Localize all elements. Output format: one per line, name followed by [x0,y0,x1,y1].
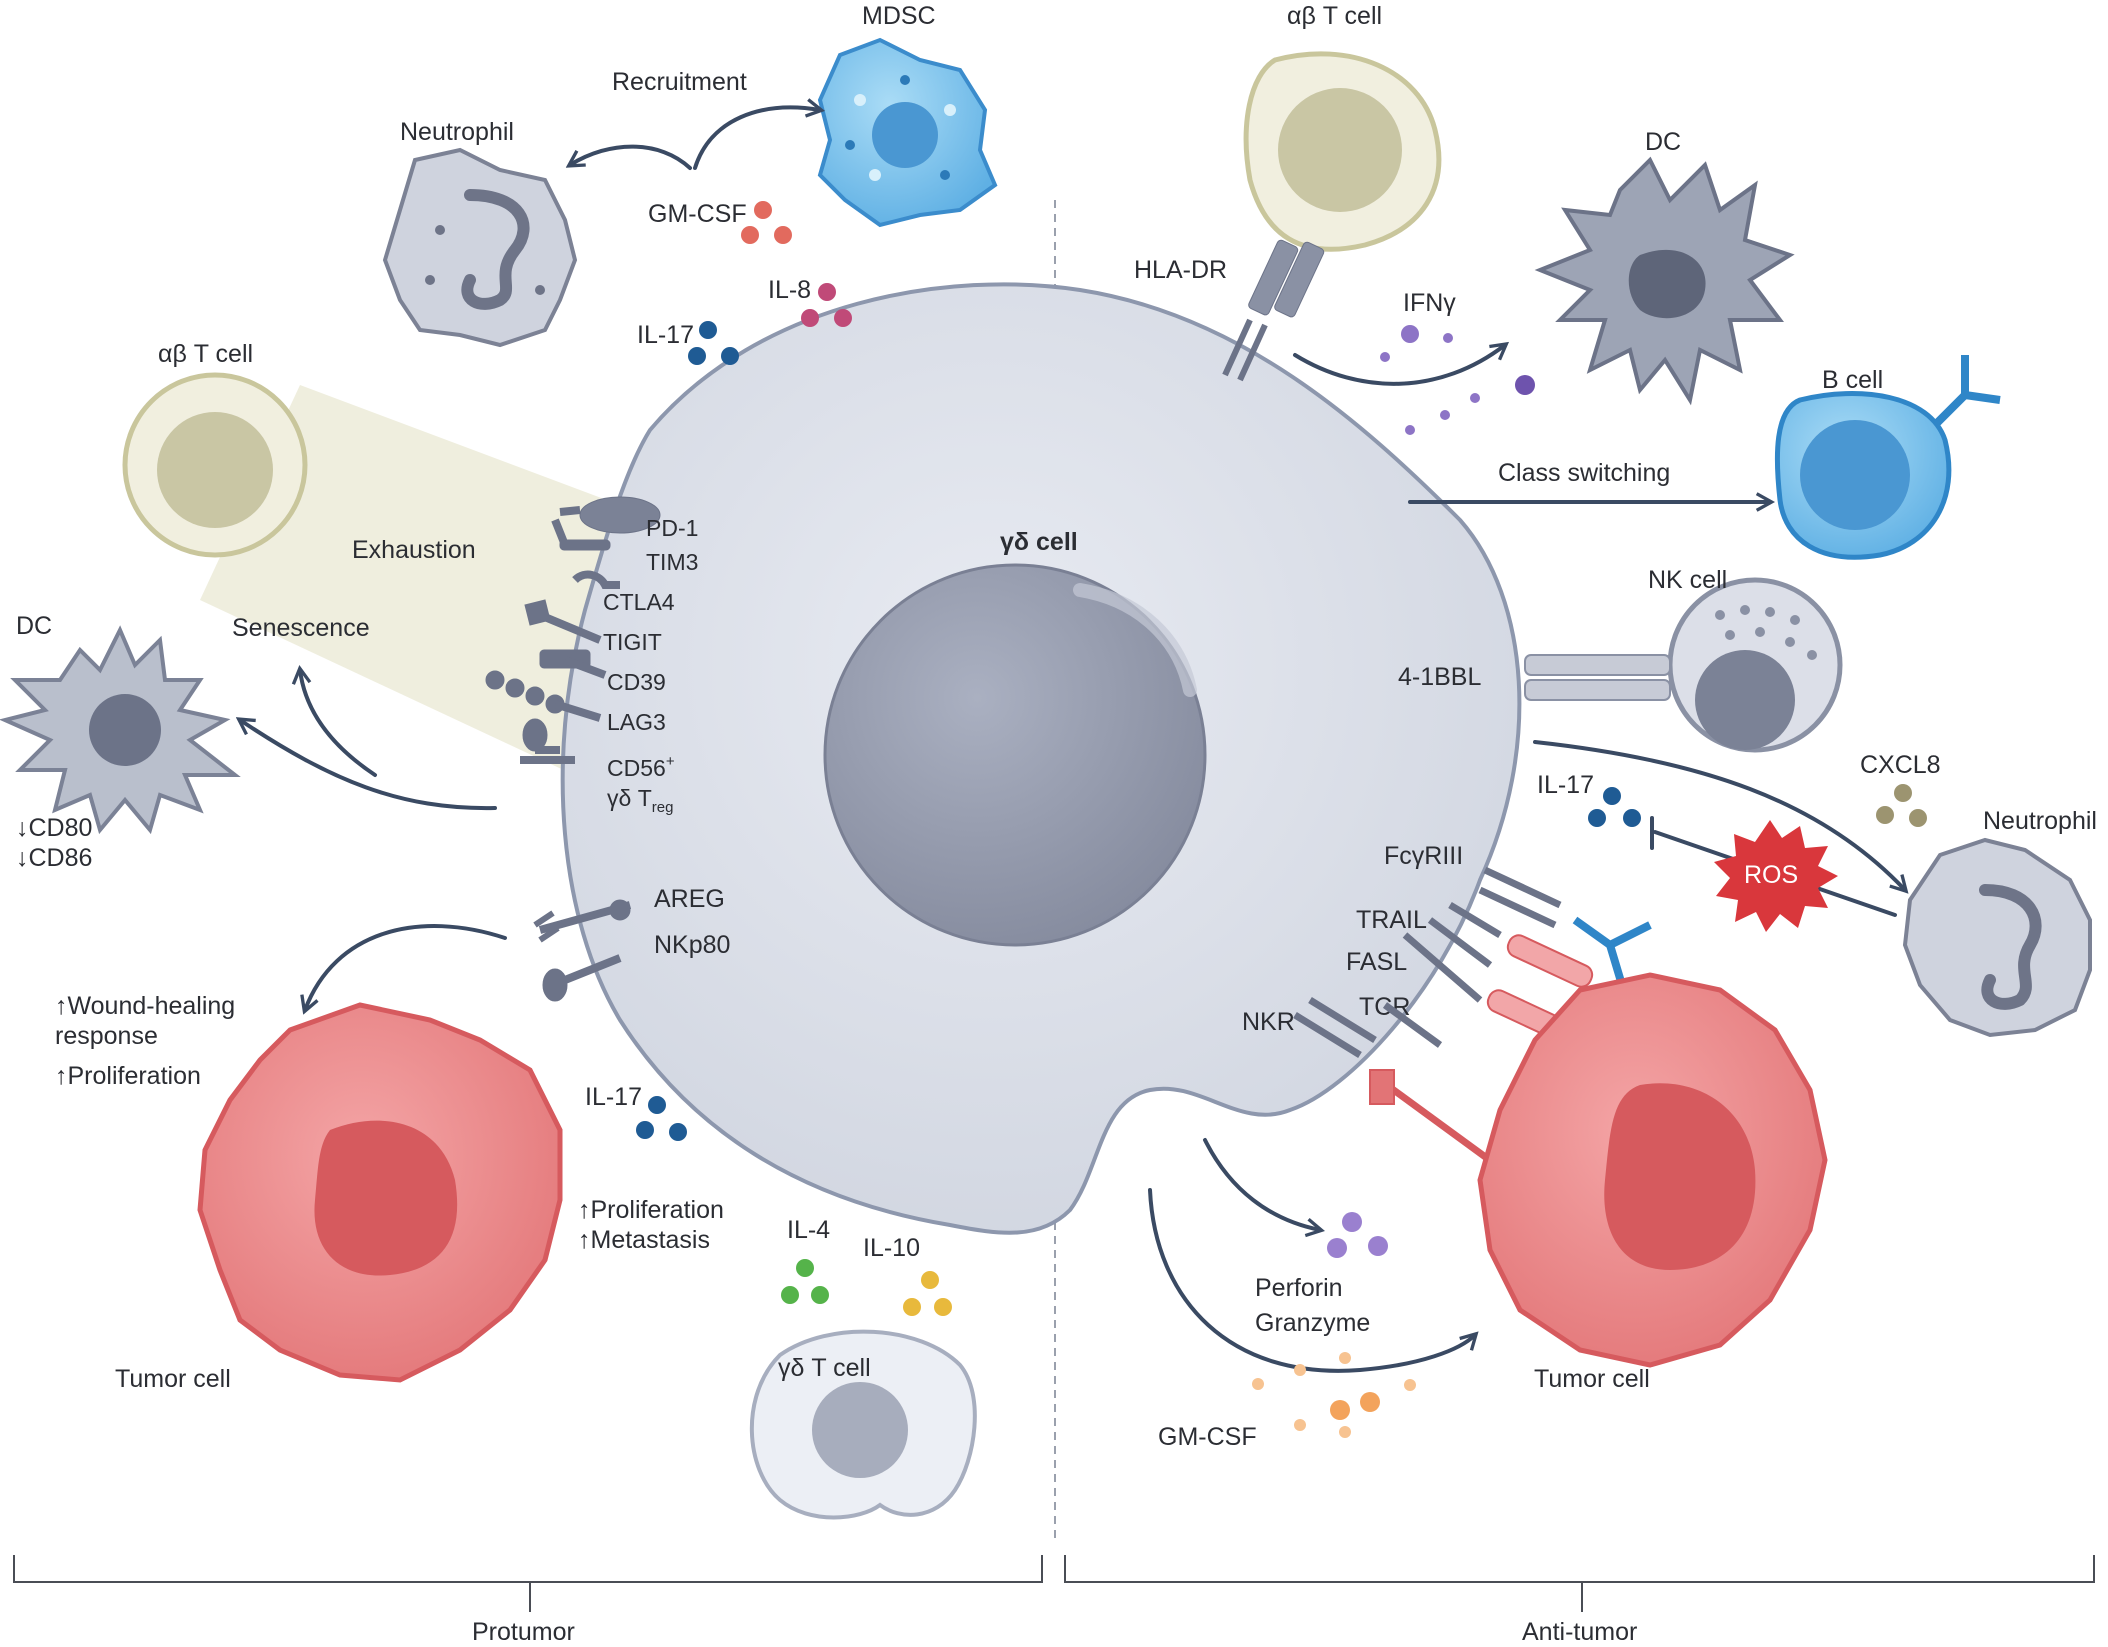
ab-t-cell-right [1243,51,1442,252]
tumor-cell-left [197,1002,563,1383]
areg-nkp80-receptors [533,899,632,1002]
exhaustion-label: Exhaustion [352,536,476,564]
bbl-receptor [1524,654,1671,701]
cd80-label: ↓CD80 [16,814,92,842]
granzyme-label: Granzyme [1255,1309,1370,1337]
nkp80-label: NKp80 [654,931,730,959]
tim3-label: TIM3 [646,549,698,575]
il17-bottom-label: IL-17 [585,1083,642,1111]
wound-response-label: response [55,1022,158,1050]
nk-cell-label: NK cell [1648,566,1727,594]
nkr-label: NKR [1242,1008,1295,1036]
il17-top-label: IL-17 [637,321,694,349]
areg-label: AREG [654,885,725,913]
fcgr-label: FcγRIII [1384,842,1463,870]
gd-t-cell-bottom [749,1329,977,1520]
protumor-label: Protumor [472,1618,575,1646]
class-switching-label: Class switching [1498,459,1670,487]
protumor-bracket [13,1555,1043,1612]
cxcl8-label: CXCL8 [1860,751,1941,779]
central-gamma-delta-cell: γδ cell [560,282,1522,1235]
ab-t-cell-left-label: αβ T cell [158,340,253,368]
ab-t-cell-left [122,372,308,558]
dc-left-cell [0,625,241,835]
gmcsf-bottom-label: GM-CSF [1158,1423,1257,1451]
tigit-label: TIGIT [603,629,662,655]
ifng-arrow [1293,345,1505,386]
neutrophil-arrow [570,144,692,170]
recruitment-label: Recruitment [612,68,747,96]
tumor-right-label: Tumor cell [1534,1365,1650,1393]
cd56-label: CD56+ [607,753,675,781]
antitumor-bracket [1064,1555,2095,1612]
neutrophil-left-cell [382,147,578,348]
b-cell-label: B cell [1822,366,1883,394]
dc-right-cell [1534,156,1795,406]
cytotoxic-receptors [1293,866,1562,1058]
senescence-arrow-up [300,670,377,777]
treg-label: γδ Treg [607,785,673,816]
trail-label: TRAIL [1356,906,1427,934]
dc-right-label: DC [1645,128,1681,156]
nk-cell [1667,577,1843,753]
il8-label: IL-8 [768,276,811,304]
wound-healing-label: ↑Wound-healing [55,992,235,1020]
il4-label: IL-4 [787,1216,830,1244]
senescence-arrow-dc [240,720,497,811]
il10-label: IL-10 [863,1234,920,1262]
neutrophil-left-label: Neutrophil [400,118,514,146]
hladr-label: HLA-DR [1134,256,1227,284]
antibody-right [1572,916,1652,997]
neutrophil-recruit-arrow [1533,740,1905,890]
hladr-receptor [1222,239,1325,382]
mdsc-label: MDSC [862,2,936,30]
dc-left-label: DC [16,612,52,640]
neutrophil-right-label: Neutrophil [1983,807,2097,835]
proliferation-mid-label: ↑Proliferation [578,1196,724,1224]
ab-t-cell-right-label: αβ T cell [1287,2,1382,30]
tumor-left-label: Tumor cell [115,1365,231,1393]
areg-arrow [305,924,507,1010]
bbl-label: 4-1BBL [1398,663,1481,691]
perforin-arrow [1203,1138,1320,1230]
mdsc-cell [817,37,998,228]
tumor-cell-right [1477,972,1828,1368]
gmcsf-top-label: GM-CSF [648,200,747,228]
pd1-label: PD-1 [646,515,698,541]
gd-t-cell-label: γδ T cell [778,1354,871,1382]
recruitment-arrow [693,107,820,170]
fasl-label: FASL [1346,948,1407,976]
proliferation-left-label: ↑Proliferation [55,1062,201,1090]
cd86-label: ↓CD86 [16,844,92,872]
ctla4-label: CTLA4 [603,589,675,615]
center-cell-label: γδ cell [1000,528,1078,556]
lag3-label: LAG3 [607,709,666,735]
inhibitory-receptors [485,496,661,764]
metastasis-label: ↑Metastasis [578,1226,710,1254]
b-cell [1774,355,2001,560]
cd39-label: CD39 [607,669,666,695]
ifng-label: IFNγ [1403,289,1456,317]
il17-right-label: IL-17 [1537,771,1594,799]
antitumor-label: Anti-tumor [1522,1618,1637,1646]
ros-label: ROS [1744,861,1798,889]
cytotoxicity-arrow [1148,1188,1475,1373]
perforin-label: Perforin [1255,1274,1343,1302]
ros-burst: ROS [1714,820,1838,932]
neutrophil-right-cell [1902,837,2092,1038]
senescence-label: Senescence [232,614,370,642]
